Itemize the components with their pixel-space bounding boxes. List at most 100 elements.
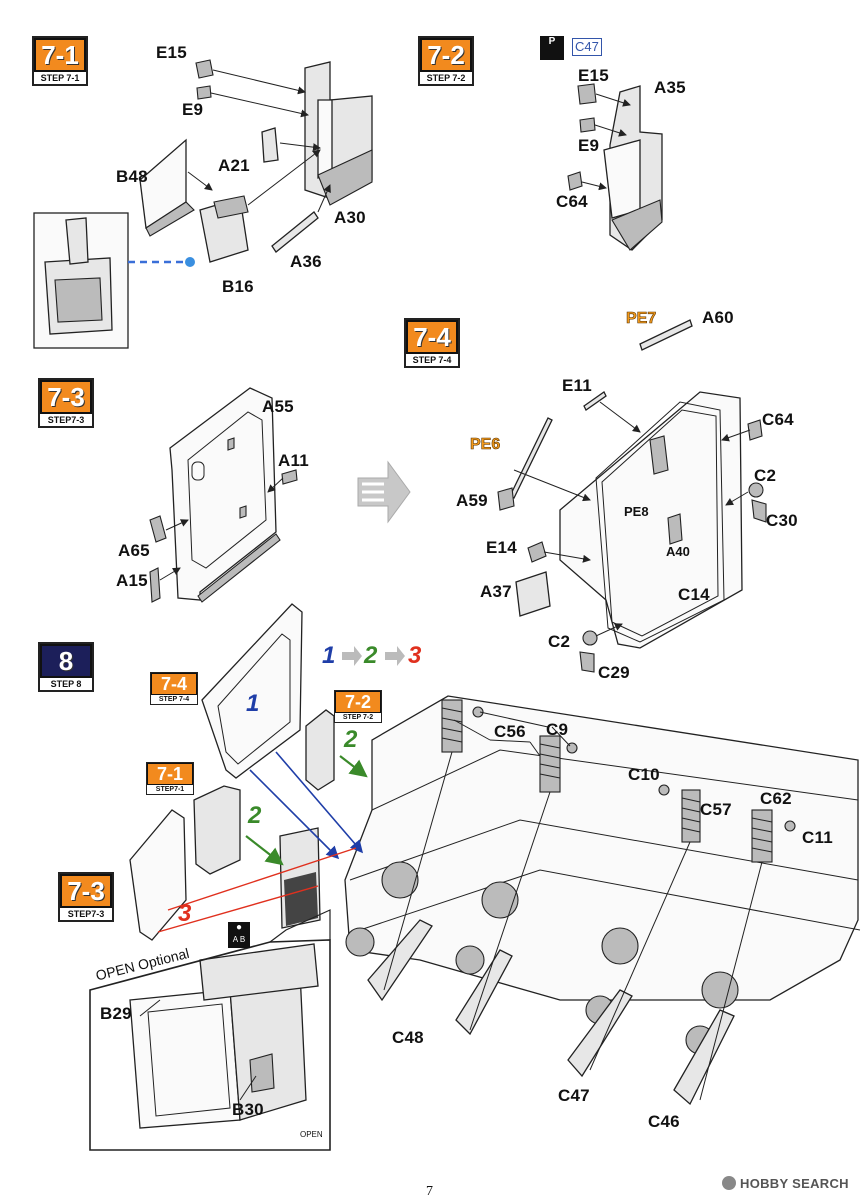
- paint-brush-icon: P: [540, 36, 564, 60]
- part-c30: [751, 499, 767, 523]
- label-c56: C56: [494, 722, 526, 741]
- order-two: 2: [364, 642, 378, 669]
- label-a15: A15: [116, 571, 148, 590]
- part-c2-b: [582, 630, 598, 646]
- ab-icon-text: A B: [232, 935, 246, 944]
- label-c30: C30: [766, 511, 798, 530]
- label-c14: C14: [678, 585, 710, 604]
- label-e9: E9: [182, 100, 204, 119]
- label-c10: C10: [628, 765, 660, 784]
- label-e15: E15: [578, 66, 609, 85]
- part-a65: [149, 515, 167, 543]
- part-c64: [567, 171, 583, 191]
- part-e11: [583, 391, 607, 411]
- step-number: 7-3: [40, 380, 92, 414]
- subassembly-tag-7-3: 7-3 STEP7-3: [58, 872, 114, 922]
- tag-sub: STEP 7-4: [158, 696, 190, 703]
- tag-number: 7-1: [147, 763, 193, 785]
- label-a40: A40: [666, 544, 690, 559]
- watermark-logo-icon: [722, 1176, 736, 1190]
- spring-c62: [751, 809, 773, 863]
- label-c2: C2: [754, 466, 777, 485]
- subassembly-tag-7-4: 7-4 STEP 7-4: [150, 672, 198, 705]
- part-c29: [579, 651, 595, 673]
- open-inset-corner-label: OPEN: [300, 1130, 323, 1139]
- spring-c56-left: [441, 699, 463, 753]
- step-sub: STEP 7-4: [412, 355, 452, 365]
- label-a59: A59: [456, 491, 488, 510]
- label-c47: C47: [558, 1086, 590, 1105]
- tag-sub: STEP 7-2: [342, 714, 374, 721]
- step-number: 7-2: [420, 38, 472, 72]
- step-7-4-badge: 7-4 STEP 7-4: [404, 318, 460, 368]
- label-c48: C48: [392, 1028, 424, 1047]
- part-e9-b: [579, 117, 596, 133]
- watermark-logo: HOBBY SEARCH: [740, 1176, 849, 1191]
- inset-leader-dot: [185, 257, 195, 267]
- paint-icon-letter: P: [548, 36, 556, 47]
- transition-arrow: [357, 460, 411, 524]
- part-a21: [261, 127, 279, 163]
- page-number: 7: [426, 1184, 433, 1199]
- label-c62: C62: [760, 789, 792, 808]
- step-7-2-badge: 7-2 STEP 7-2: [418, 36, 474, 86]
- part-a15: [149, 567, 161, 603]
- step-number: 8: [40, 644, 92, 678]
- spring-c57: [681, 789, 701, 843]
- label-c11: C11: [802, 828, 833, 847]
- label-c64: C64: [556, 192, 588, 211]
- callout-two: 2: [344, 726, 358, 753]
- label-b30: B30: [232, 1100, 264, 1119]
- label-a37: A37: [480, 582, 512, 601]
- part-a60: [639, 319, 693, 351]
- order-one: 1: [322, 642, 336, 669]
- order-three: 3: [408, 642, 422, 669]
- label-b29: B29: [100, 1004, 132, 1023]
- label-a35: A35: [654, 78, 686, 97]
- label-e9: E9: [578, 136, 600, 155]
- spring-c56-right: [539, 735, 561, 793]
- ab-option-icon: ● A B: [228, 922, 250, 948]
- step-sub: STEP 8: [50, 679, 82, 689]
- label-c29: C29: [598, 663, 630, 682]
- label-c46: C46: [648, 1112, 680, 1131]
- tag-number: 7-3: [60, 874, 112, 908]
- label-pe6: PE6: [470, 436, 501, 454]
- step-7-2-drawing: [567, 83, 663, 251]
- tag-sub: STEP7-1: [155, 786, 185, 793]
- part-a37: [515, 571, 551, 617]
- part-e15: [195, 59, 214, 79]
- label-e11: E11: [562, 376, 592, 395]
- step-sub: STEP 7-1: [40, 73, 80, 83]
- label-c64: C64: [762, 410, 794, 429]
- label-c2: C2: [548, 632, 571, 651]
- step-number: 7-1: [34, 38, 86, 72]
- callout-two: 2: [248, 802, 262, 829]
- label-e15: E15: [156, 43, 187, 62]
- callout-one: 1: [246, 690, 260, 717]
- step-8-drawing: [129, 603, 861, 1106]
- part-c64-b: [747, 419, 763, 441]
- part-a11: [281, 469, 298, 485]
- step-8-badge: 8 STEP 8: [38, 642, 94, 692]
- label-a36: A36: [290, 252, 322, 271]
- label-b16: B16: [222, 277, 254, 296]
- label-a55: A55: [262, 397, 294, 416]
- tag-number: 7-4: [151, 673, 197, 695]
- tag-number: 7-2: [335, 691, 381, 713]
- part-a36: [271, 211, 319, 253]
- label-c57: C57: [700, 800, 732, 819]
- step-number: 7-4: [406, 320, 458, 354]
- callout-three: 3: [178, 900, 192, 927]
- label-a11: A11: [278, 451, 309, 470]
- step-7-3-badge: 7-3 STEP7-3: [38, 378, 94, 428]
- tag-sub: STEP7-3: [67, 909, 105, 919]
- part-e15-b: [577, 83, 597, 105]
- label-a21: A21: [218, 156, 250, 175]
- step-sub: STEP7-3: [47, 415, 85, 425]
- label-pe8: PE8: [624, 504, 649, 519]
- step-7-1-badge: 7-1 STEP 7-1: [32, 36, 88, 86]
- label-b48: B48: [116, 167, 148, 186]
- label-a65: A65: [118, 541, 150, 560]
